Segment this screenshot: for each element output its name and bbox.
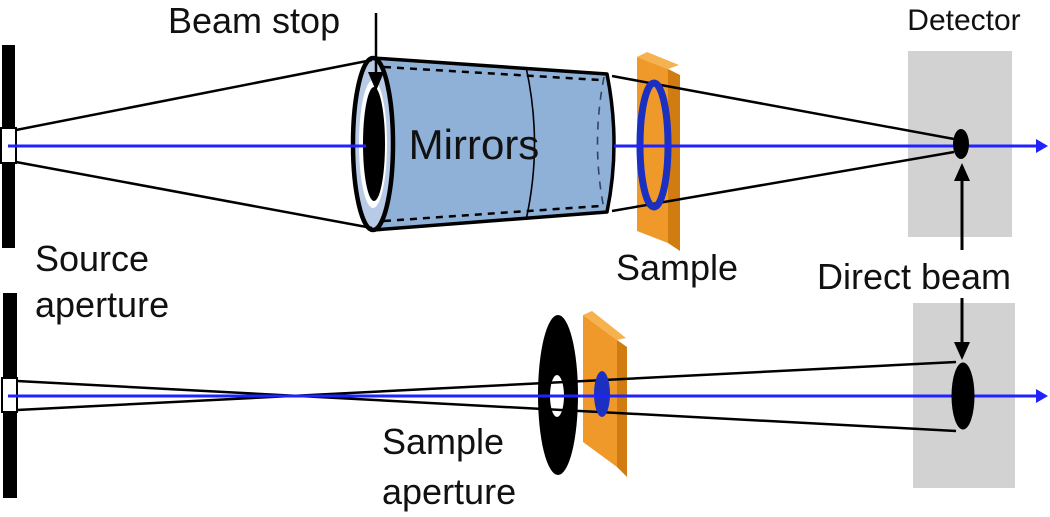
mirror-cylinder (350, 55, 616, 233)
sample-plate-top-bevel (637, 52, 679, 69)
direct-beam-arrow-up (954, 163, 970, 250)
sample-aperture-label-line2: aperture (382, 471, 516, 512)
detector-label: Detector (907, 4, 1020, 37)
beam-line-top-lower (15, 160, 373, 230)
mirrors-label: Mirrors (409, 121, 540, 168)
beam-line-top-upper (15, 58, 373, 132)
beam-line-bottom-a (16, 379, 957, 433)
direct-beam-arrow-down (954, 298, 970, 360)
direct-beam-label: Direct beam (817, 256, 1011, 297)
beam-line-bottom-b (16, 360, 957, 412)
axis-arrowhead-top (1036, 139, 1048, 153)
beam-stop-arrow (368, 13, 384, 91)
sample-label: Sample (616, 247, 738, 288)
source-aperture-label: Source aperture (35, 238, 169, 325)
beam-line-top-converge-upper (611, 74, 955, 141)
direct-beam-spot-bottom (951, 362, 975, 430)
direct-beam-arrowhead-up (954, 163, 970, 181)
direct-beam-arrowhead-down (954, 342, 970, 360)
beam-stop-disc (363, 87, 385, 201)
direct-beam-spot-top (953, 129, 969, 159)
mirror-hidden-edge-top (383, 65, 601, 82)
mirror-hidden-edge-bottom (383, 204, 601, 223)
beam-stop-label: Beam stop (168, 0, 340, 41)
beam-envelope-lines (15, 58, 957, 433)
mirror-cylinder-body (371, 56, 616, 232)
mirror-end-hidden-arc (596, 76, 605, 210)
sample-dot-bottom (594, 371, 610, 417)
sample-plate-bottom-bevel (583, 311, 626, 340)
sample-aperture-label-line1: Sample (382, 421, 504, 462)
source-aperture-label-line2: aperture (35, 284, 169, 325)
sample-aperture-label: Sample aperture (382, 421, 516, 512)
sample-plate-top-side (668, 69, 680, 251)
mirror-seam-line (525, 66, 536, 221)
beam-stop-arrowhead (368, 72, 384, 91)
axis-arrowhead-bottom (1036, 389, 1048, 403)
beam-line-top-converge-lower (611, 150, 955, 213)
sample-plate-bottom-side (617, 340, 627, 477)
source-aperture-label-line1: Source (35, 238, 149, 279)
